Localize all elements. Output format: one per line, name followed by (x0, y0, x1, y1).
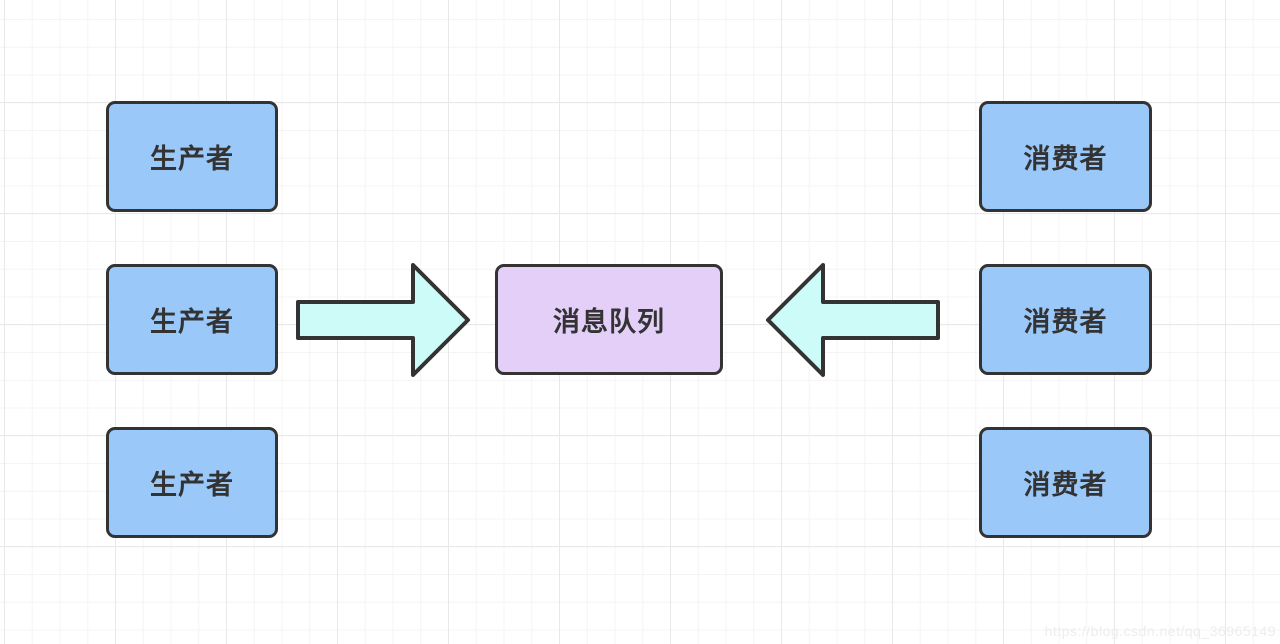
consumer-node-2: 消费者 (979, 264, 1152, 375)
producer-node-1: 生产者 (106, 101, 278, 212)
producer-node-2: 生产者 (106, 264, 278, 375)
csdn-watermark: https://blog.csdn.net/qq_36965149 (1044, 623, 1276, 639)
message-queue-node: 消息队列 (495, 264, 723, 375)
consumer-node-1: 消费者 (979, 101, 1152, 212)
right-arrow-shape (296, 263, 470, 377)
left-arrow-shape (766, 263, 940, 377)
producers-to-queue-arrow-icon (296, 263, 470, 377)
consumer-node-3: 消费者 (979, 427, 1152, 538)
producer-node-3: 生产者 (106, 427, 278, 538)
consumers-to-queue-arrow-icon (766, 263, 940, 377)
